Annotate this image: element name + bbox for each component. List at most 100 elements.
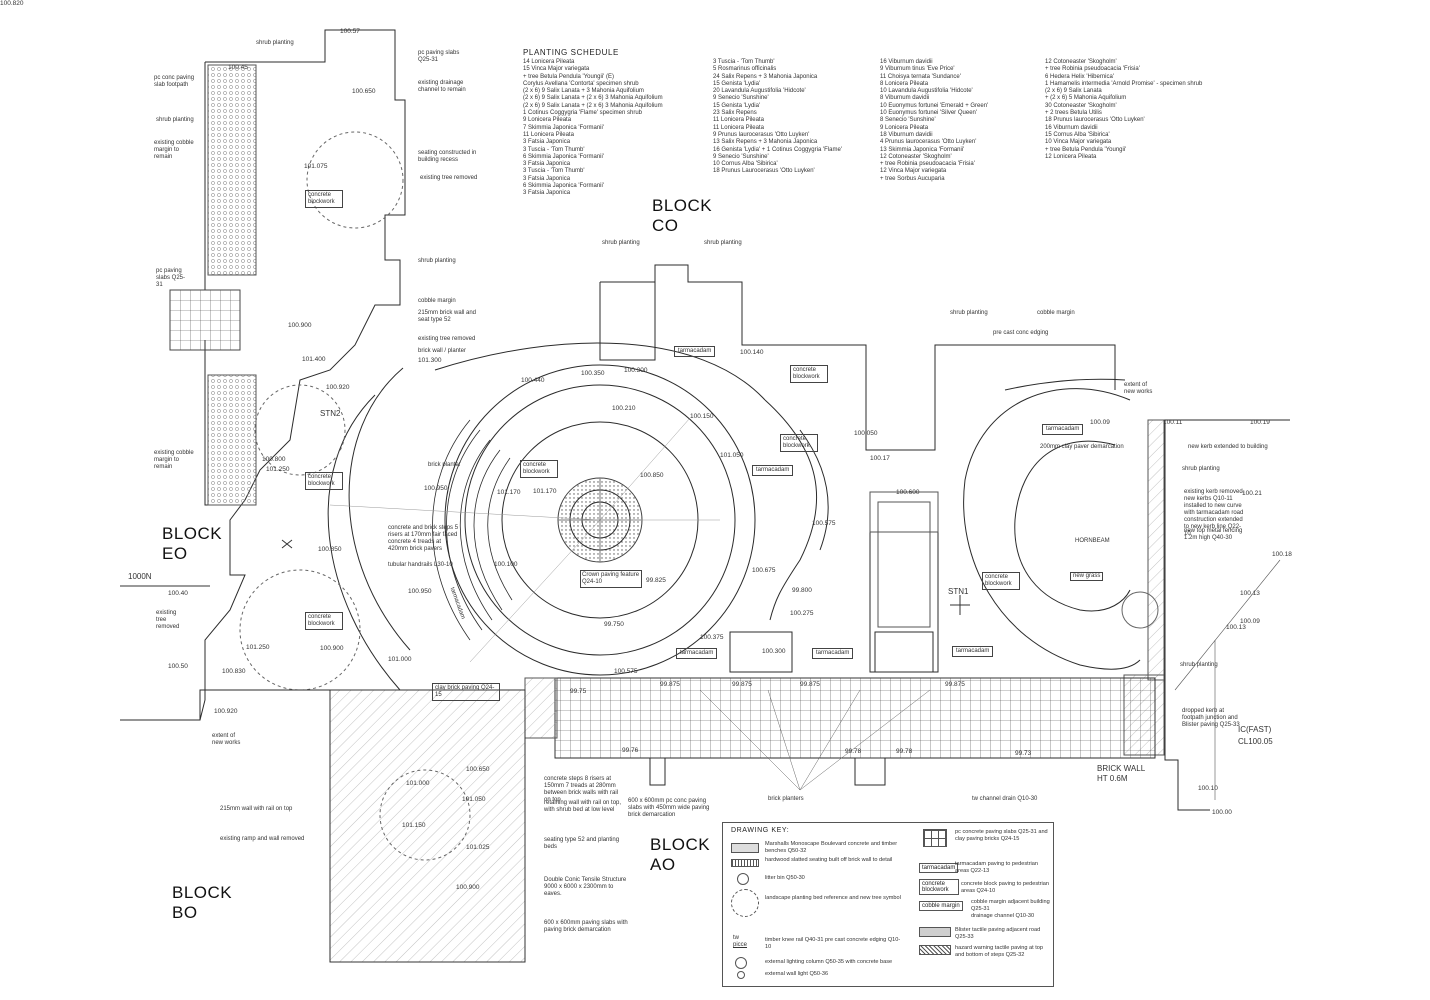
schedule-entry: 10 Cornus Alba 'Sibirica' — [713, 161, 778, 168]
schedule-entry: 20 Lavandula Augustifolia 'Hidcote' — [713, 88, 806, 95]
schedule-entry: 16 Viburnum davidii — [880, 59, 933, 65]
spot-level: 101.250 — [266, 466, 290, 473]
block-bo-code: BO — [172, 903, 198, 922]
label-crown-paving: Crown paving feature Q24-10 — [580, 570, 642, 588]
label-concrete-brick-steps: concrete and brick steps 5 risers at 170… — [388, 525, 459, 552]
spot-level: 101.300 — [418, 357, 442, 364]
spot-level: 100.00 — [1212, 809, 1232, 816]
spot-level: 99.750 — [604, 621, 624, 628]
spot-level: 100.575 — [614, 668, 638, 675]
schedule-entry: (2 x 6) 9 Salix Lanata — [1045, 88, 1102, 95]
spot-level: 100.950 — [408, 588, 432, 595]
key-tarmac-swatch: tarmacadam — [919, 863, 959, 873]
label-seating-recess: seating constructed in building recess — [418, 150, 477, 163]
label-tarmacadam-2: tarmacadam — [752, 465, 794, 476]
schedule-entry: 14 Lonicera Pileata — [523, 59, 575, 65]
label-cobble-margin-2: cobble margin — [418, 298, 456, 304]
schedule-entry: Corylus Avellana 'Contorta' specimen shr… — [523, 80, 639, 87]
spot-level: 99.800 — [792, 587, 812, 594]
spot-level: 100.900 — [456, 884, 480, 891]
spot-level: 99.875 — [945, 681, 965, 688]
label-seating-type: seating type 52 and planting beds — [544, 837, 620, 850]
schedule-entry: 18 Viburnum davidii — [880, 131, 933, 138]
label-hornbeam: HORNBEAM — [1075, 538, 1110, 544]
spot-level: 101.150 — [402, 822, 426, 829]
spot-level: 101.400 — [302, 356, 326, 363]
spot-level: 100.850 — [640, 472, 664, 479]
spot-level: 100.920 — [326, 384, 350, 391]
schedule-entry: + tree Robinia pseudoacacia 'Frisia' — [880, 161, 975, 168]
schedule-entry: 11 Lonicera Pileata — [713, 124, 764, 131]
block-co-outline — [600, 264, 1116, 451]
label-concrete-blockwork-2: concrete blockwork — [305, 472, 343, 490]
spot-level: 100.300 — [762, 648, 786, 655]
spot-level: 101.170 — [533, 488, 557, 495]
spot-level: 100.11 — [1163, 419, 1183, 426]
label-shrub-planting-4: shrub planting — [602, 240, 640, 246]
schedule-entry: 15 Cornus Alba 'Sibirica' — [1045, 131, 1110, 138]
label-ic-fast: IC(FAST) — [1238, 725, 1272, 734]
spot-level: 100.830 — [222, 668, 246, 675]
block-co-label: BLOCK CO — [652, 196, 712, 236]
schedule-entry: 3 Tuscia - 'Tom Thumb' — [523, 168, 585, 175]
spot-level: 100.950 — [424, 485, 448, 492]
key-item-8: tarmacadam paving to pedestrian areas Q2… — [955, 861, 1039, 874]
spot-level: 99.78 — [896, 748, 913, 755]
label-brick-wall-planter: brick wall / planter — [418, 348, 467, 354]
spot-level: 99.78 — [845, 748, 862, 755]
spot-level: 99.825 — [646, 577, 666, 584]
label-retaining-wall: retaining wall with rail on top, with sh… — [544, 800, 622, 813]
spot-level: 100.375 — [700, 634, 724, 641]
block-bo-label: BLOCK BO — [172, 883, 232, 923]
schedule-entry: 1 Hamamelis intermedia 'Arnold Promise' … — [1045, 80, 1203, 87]
schedule-entry: 11 Lonicera Pileata — [523, 131, 574, 138]
spot-level: 100.18 — [1272, 551, 1292, 558]
key-hazard-swatch — [919, 945, 951, 955]
spot-level: 100.150 — [690, 413, 714, 420]
label-existing-tree-removed-1: existing tree removed — [420, 175, 478, 181]
label-paving-demarcation: 600 x 600mm paving slabs with paving bri… — [544, 920, 628, 933]
key-item-6: external wall light Q50-36 — [765, 971, 829, 977]
label-kerb-note: existing kerb removed, new kerbs Q10-11 … — [1184, 489, 1245, 537]
key-item-13: hazard warning tactile paving at top and… — [955, 945, 1044, 958]
spot-level: 100.50 — [168, 663, 188, 670]
block-ao-word: BLOCK — [650, 835, 711, 854]
key-item-0: Marshalls Monoscape Boulevard concrete a… — [765, 841, 898, 854]
spot-level: 99.875 — [732, 681, 752, 688]
label-slabs-note: 600 x 600mm pc conc paving slabs with 45… — [628, 798, 710, 818]
schedule-entry: 6 Skimmia Japonica 'Formanii' — [523, 153, 604, 160]
spot-level: 100.210 — [612, 405, 636, 412]
schedule-entry: 16 Viburnum davidii — [1045, 124, 1098, 131]
label-concrete-blockwork-4: concrete blockwork — [520, 460, 558, 478]
label-shrub-planting-5: shrub planting — [704, 240, 742, 246]
label-concrete-blockwork-5: concrete blockwork — [790, 365, 828, 383]
schedule-entry: 18 Prunus laurocerasus 'Otto Luyken' — [1045, 117, 1145, 124]
bo-paving-plaza — [329, 689, 526, 963]
key-item-3: landscape planting bed reference and new… — [765, 895, 901, 901]
schedule-entry: + tree Betula Pendula 'Youngii' (E) — [523, 73, 614, 80]
label-shrub-planting-6: shrub planting — [950, 310, 988, 316]
litter-bin-icon — [737, 873, 749, 885]
label-brick-wall: BRICK WALL — [1097, 764, 1146, 773]
key-tw-sample: tw — [733, 935, 739, 941]
schedule-entry: 10 Vinca Major variegata — [1045, 139, 1112, 146]
spot-level: 101.050 — [720, 452, 744, 459]
spot-level: 99.875 — [660, 681, 680, 688]
south-paving-grid — [554, 677, 1156, 759]
label-extent-new-works-2: extent of new works — [212, 733, 241, 746]
schedule-entry: 9 Senecio 'Sunshine' — [713, 153, 769, 160]
spot-level: 100.100 — [494, 561, 518, 568]
label-stn2: STN2 — [320, 409, 341, 418]
spot-level: 100.820 — [0, 0, 24, 7]
label-shrub-planting-2: shrub planting — [156, 117, 194, 123]
spot-level: 100.650 — [466, 766, 490, 773]
label-shrub-planting-1: shrub planting — [256, 40, 294, 46]
schedule-entry: + (2 x 6) 5 Mahonia Aquifolium — [1045, 95, 1127, 102]
label-brick-planter: brick planter — [428, 462, 461, 468]
spot-level: 100.050 — [854, 430, 878, 437]
schedule-entry: 15 Vinca Major variegata — [523, 66, 590, 73]
schedule-entry: + 2 trees Betula Utilis — [1045, 110, 1102, 117]
spot-level: 100.920 — [214, 708, 238, 715]
schedule-entry: 3 Tuscia - 'Tom Thumb' — [523, 146, 585, 153]
